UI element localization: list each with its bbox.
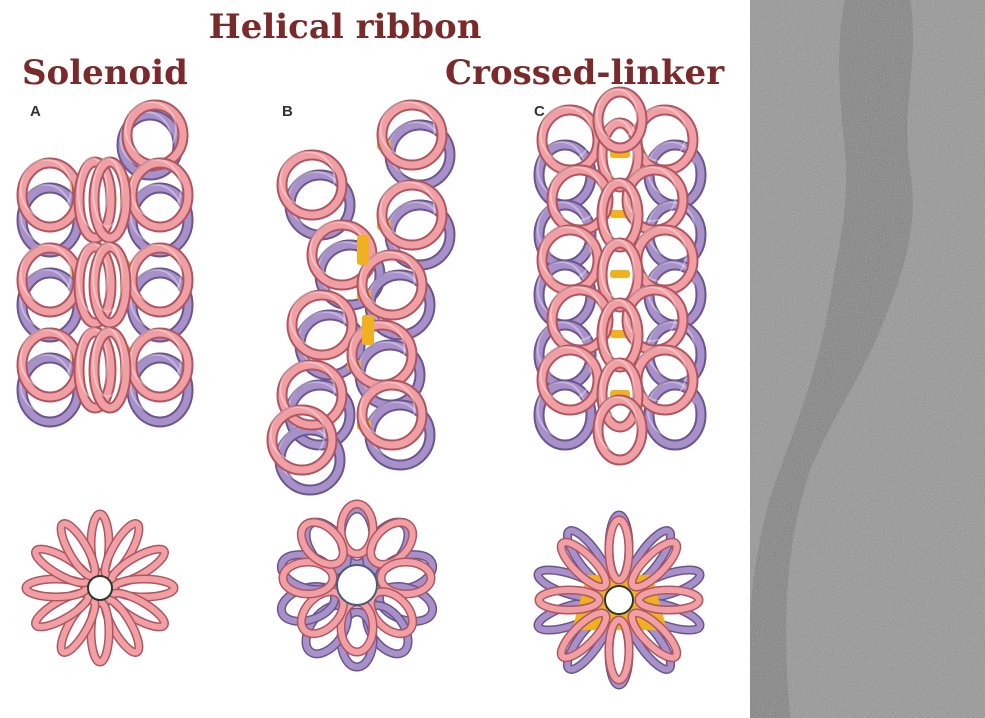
linker-icon bbox=[357, 235, 369, 265]
linker-icon bbox=[362, 315, 374, 345]
crossed-linker-top-view bbox=[527, 500, 712, 700]
heading-crossed-linker: Crossed-linker bbox=[445, 56, 724, 90]
coil-icon bbox=[541, 107, 598, 170]
helical-ribbon-top-view bbox=[262, 500, 452, 670]
cryo-em-micrograph bbox=[750, 0, 985, 718]
helical-ribbon-side-view bbox=[262, 95, 462, 480]
solenoid-side-view bbox=[10, 95, 210, 435]
heading-solenoid: Solenoid bbox=[22, 56, 188, 90]
title-helical-ribbon: Helical ribbon bbox=[209, 10, 482, 44]
solenoid-top-view bbox=[10, 510, 190, 660]
coil-icon bbox=[609, 520, 629, 580]
linker-icon bbox=[610, 270, 630, 278]
crossed-linker-side-view bbox=[525, 95, 715, 475]
